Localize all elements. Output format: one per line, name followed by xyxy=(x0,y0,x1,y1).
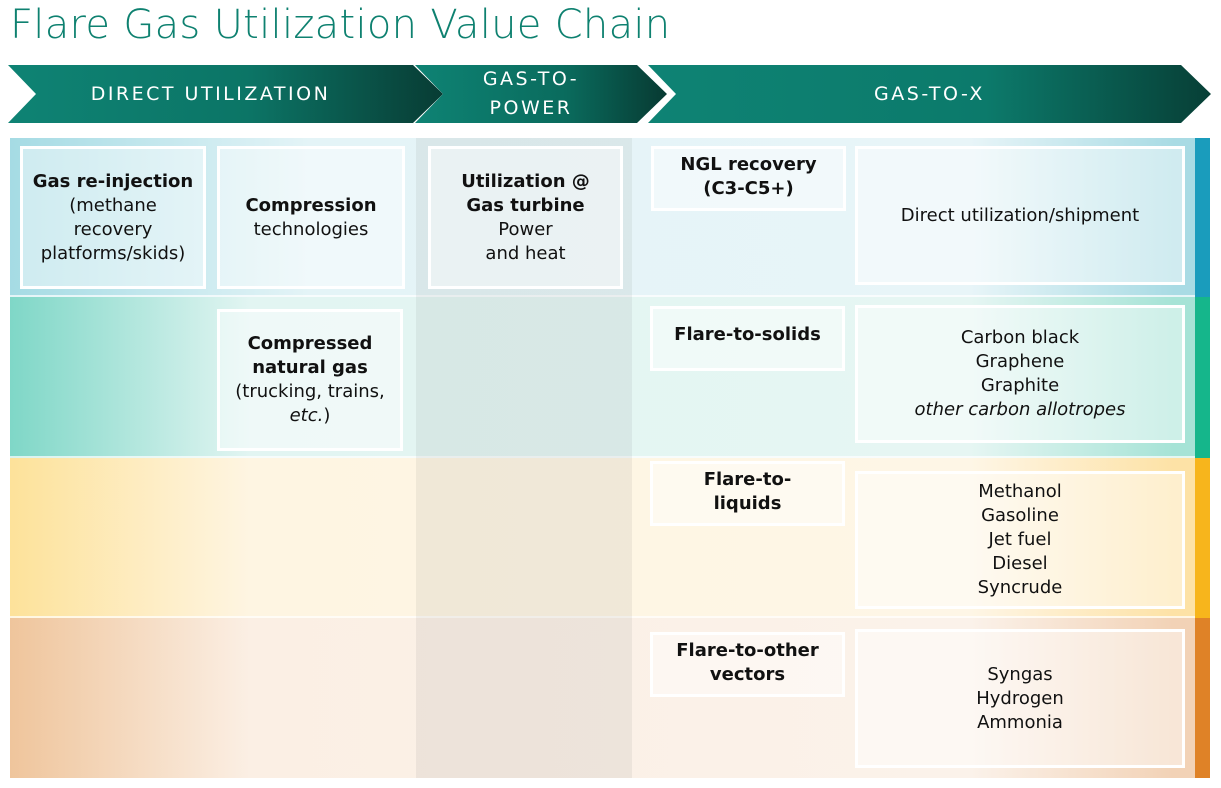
row-1 xyxy=(10,138,1210,297)
box-ngl-recovery: NGL recovery(C3-C5+) xyxy=(651,146,846,211)
row-color-bar xyxy=(1195,138,1210,297)
stage-gas-to-x: GAS-TO-X xyxy=(648,65,1211,123)
row-2 xyxy=(10,297,1210,458)
stage-label: GAS-TO-X xyxy=(874,82,985,105)
stage-label: DIRECT UTILIZATION xyxy=(90,82,331,105)
stage-label: GAS-TO-POWER xyxy=(482,68,580,119)
stage-gas-to-power: GAS-TO-POWER xyxy=(415,65,667,123)
row-color-bar xyxy=(1195,458,1210,618)
box-direct-shipment: Direct utilization/shipment xyxy=(855,146,1185,285)
row-color-bar xyxy=(1195,297,1210,458)
row-color-bar xyxy=(1195,618,1210,778)
page-title: Flare Gas Utilization Value Chain xyxy=(10,2,671,48)
gas-to-power-column xyxy=(416,138,632,778)
stage-direct-utilization: DIRECT UTILIZATION xyxy=(8,65,443,123)
row-4 xyxy=(10,618,1210,778)
row-3 xyxy=(10,458,1210,618)
box-flare-to-solids: Flare-to-solids xyxy=(650,306,845,371)
box-flare-to-liquids: Flare-to-liquids xyxy=(650,461,845,526)
